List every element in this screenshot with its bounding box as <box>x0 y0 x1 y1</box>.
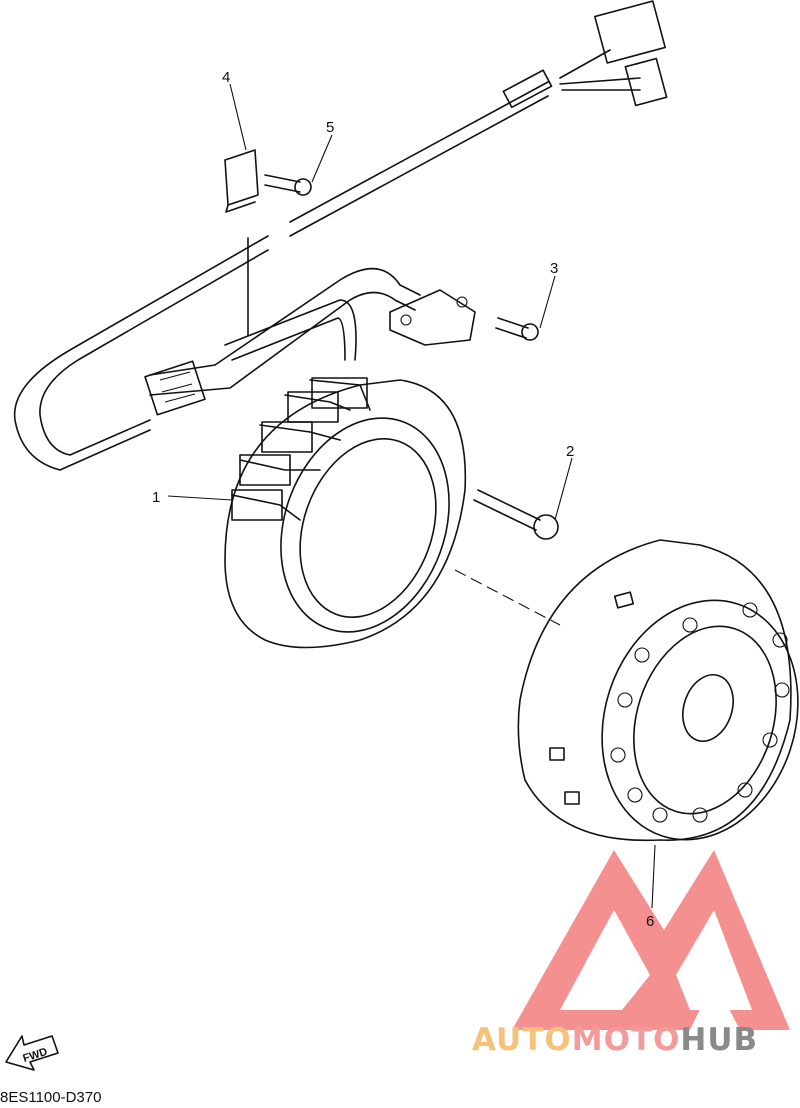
watermark-text: AUTOMOTOHUB <box>472 1022 758 1058</box>
wire-clamp-bracket <box>224 149 259 213</box>
callout-2: 2 <box>566 443 574 460</box>
screw-3 <box>495 317 539 341</box>
callout-5: 5 <box>326 119 334 136</box>
watermark-logo <box>512 850 790 1030</box>
stator-coil <box>224 377 467 649</box>
rotor-flywheel <box>517 539 799 842</box>
screw-5 <box>264 174 312 196</box>
coupler-connectors <box>559 0 668 107</box>
drawing-code: 8ES1100-D370 <box>0 1089 102 1106</box>
callout-3: 3 <box>550 260 558 277</box>
wire-harness <box>13 69 553 471</box>
fwd-arrow-icon: FWD <box>5 1035 59 1071</box>
callout-leaders <box>167 83 656 909</box>
watermark-hub: HUB <box>680 1022 759 1058</box>
wire-holder <box>389 289 476 346</box>
watermark-auto: AUTO <box>472 1022 572 1058</box>
watermark-moto: MOTO <box>571 1022 681 1058</box>
callout-1: 1 <box>152 489 160 506</box>
fwd-label: FWD <box>21 1046 49 1065</box>
bolt-2 <box>473 489 559 540</box>
wire-coupler <box>144 360 206 416</box>
assembly-axis-line <box>454 569 561 626</box>
callout-4: 4 <box>222 69 230 86</box>
callout-6: 6 <box>646 913 654 930</box>
